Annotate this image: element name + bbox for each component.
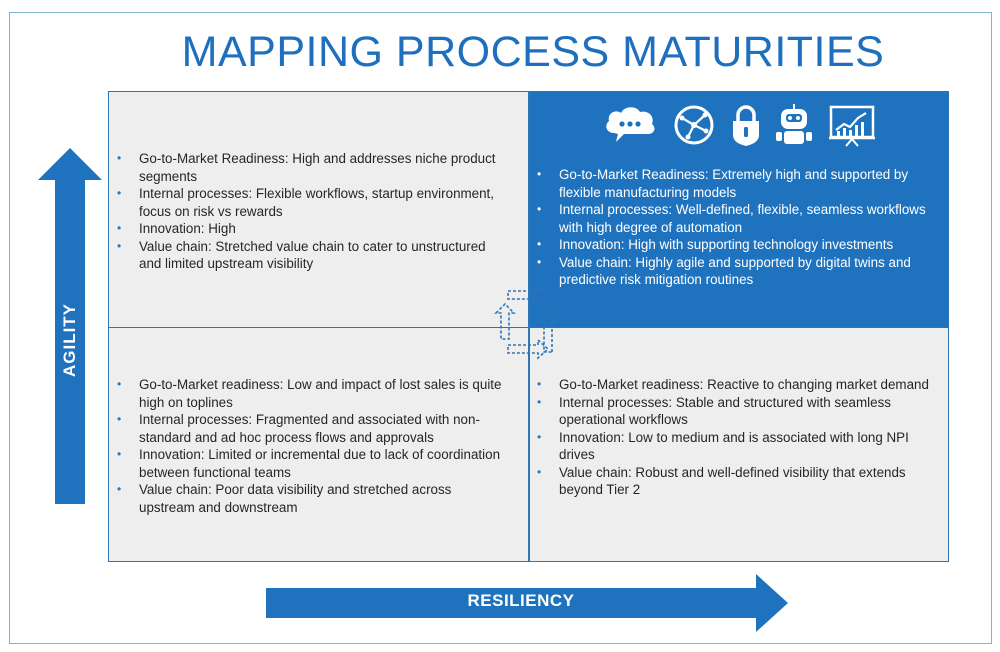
bullet-item: Internal processes: Stable and structure… [537, 394, 937, 429]
bullet-item: Innovation: Low to medium and is associa… [537, 429, 937, 464]
bullet-list: Go-to-Market Readiness: Extremely high a… [537, 166, 939, 289]
quadrant-bottom-left: Go-to-Market readiness: Low and impact o… [108, 327, 529, 562]
bullet-item: Value chain: Robust and well-defined vis… [537, 464, 937, 499]
agility-axis-label: AGILITY [38, 300, 102, 380]
bullet-item: Innovation: High with supporting technol… [537, 236, 939, 254]
security-lock-icon [733, 105, 759, 146]
bullet-item: Value chain: Highly agile and supported … [537, 254, 939, 289]
robot-icon [776, 104, 812, 144]
chat-cloud-icon [606, 107, 655, 142]
bullet-list: Go-to-Market readiness: Reactive to chan… [537, 376, 937, 499]
bullet-item: Go-to-Market readiness: Reactive to chan… [537, 376, 937, 394]
bullet-item: Innovation: Limited or incremental due t… [117, 446, 509, 481]
bullet-item: Internal processes: Well-defined, flexib… [537, 201, 939, 236]
agility-axis-arrow [38, 148, 102, 504]
bullet-item: Internal processes: Flexible workflows, … [117, 185, 509, 220]
outer-frame [9, 12, 992, 644]
cycle-arrows-icon [494, 284, 559, 360]
bullet-item: Value chain: Stretched value chain to ca… [117, 238, 509, 273]
resiliency-axis-arrow [266, 574, 788, 632]
bullet-item: Go-to-Market readiness: Low and impact o… [117, 376, 509, 411]
bullet-item: Internal processes: Fragmented and assoc… [117, 411, 509, 446]
quadrant-top-left: Go-to-Market Readiness: High and address… [108, 91, 529, 328]
bullet-list: Go-to-Market readiness: Low and impact o… [117, 376, 509, 516]
bullet-item: Value chain: Poor data visibility and st… [117, 481, 509, 516]
agility-label-text: AGILITY [60, 302, 79, 378]
bullet-item: Go-to-Market Readiness: High and address… [117, 150, 509, 185]
technology-icons [602, 103, 882, 149]
page-title: MAPPING PROCESS MATURITIES [181, 28, 885, 76]
network-globe-icon [674, 105, 714, 145]
bullet-item: Go-to-Market Readiness: Extremely high a… [537, 166, 939, 201]
bullet-list: Go-to-Market Readiness: High and address… [117, 150, 509, 273]
analytics-board-icon [829, 105, 875, 147]
quadrant-bottom-right: Go-to-Market readiness: Reactive to chan… [529, 327, 949, 562]
bullet-item: Innovation: High [117, 220, 509, 238]
resiliency-axis-label: RESILIENCY [467, 591, 575, 610]
